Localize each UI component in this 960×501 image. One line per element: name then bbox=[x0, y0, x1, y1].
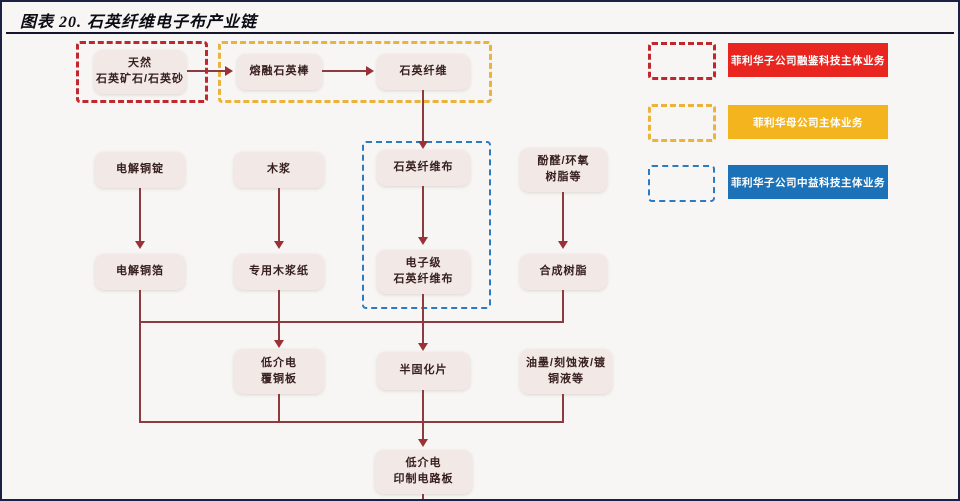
node-wood-pulp: 木浆 bbox=[234, 152, 324, 188]
arrowhead-down bbox=[418, 343, 428, 351]
node-electrolytic-copper-foil: 电解铜箔 bbox=[95, 254, 185, 290]
node-special-wood-pulp-paper: 专用木浆纸 bbox=[234, 254, 324, 290]
node-natural-quartz: 天然 石英矿石/石英砂 bbox=[94, 50, 186, 94]
connector bbox=[278, 290, 280, 340]
title-divider bbox=[6, 32, 954, 34]
connector bbox=[562, 192, 564, 242]
node-low-dk-ccl: 低介电 覆铜板 bbox=[234, 349, 324, 394]
connector-bus-lower bbox=[139, 421, 564, 423]
arrowhead-down bbox=[274, 340, 284, 348]
node-quartz-fiber: 石英纤维 bbox=[377, 54, 470, 90]
arrowhead-right bbox=[225, 66, 233, 76]
connector bbox=[139, 188, 141, 242]
legend-swatch-blue bbox=[648, 165, 715, 202]
node-quartz-fiber-cloth: 石英纤维布 bbox=[377, 150, 470, 186]
connector-bus-upper bbox=[139, 321, 564, 323]
connector bbox=[422, 294, 424, 344]
legend-swatch-yellow bbox=[648, 104, 716, 142]
connector bbox=[139, 290, 141, 422]
connector bbox=[422, 494, 424, 499]
connector bbox=[562, 290, 564, 323]
node-phenolic-epoxy-resin: 酚醛/环氧 树脂等 bbox=[520, 148, 607, 192]
group-yellow-dashed bbox=[218, 41, 492, 103]
node-low-dk-pcb: 低介电 印制电路板 bbox=[375, 450, 472, 494]
node-ink-etchant-plating: 油墨/刻蚀液/镀 铜液等 bbox=[520, 349, 612, 394]
node-fused-quartz-rod: 熔融石英棒 bbox=[237, 54, 322, 90]
connector bbox=[278, 188, 280, 242]
arrowhead-right bbox=[366, 66, 374, 76]
group-red-dashed bbox=[76, 41, 208, 103]
connector bbox=[422, 390, 424, 440]
legend-label-red: 菲利华子公司融鉴科技主体业务 bbox=[728, 43, 888, 77]
legend-label-yellow: 菲利华母公司主体业务 bbox=[728, 105, 888, 139]
connector bbox=[422, 90, 424, 142]
node-synthetic-resin: 合成树脂 bbox=[520, 254, 607, 290]
node-electrolytic-copper: 电解铜锭 bbox=[95, 152, 185, 188]
node-prepreg: 半固化片 bbox=[377, 352, 470, 390]
legend-label-blue: 菲利华子公司中益科技主体业务 bbox=[728, 165, 888, 199]
figure-title: 图表 20. 石英纤维电子布产业链 bbox=[20, 14, 258, 31]
connector bbox=[187, 70, 225, 72]
connector bbox=[322, 70, 366, 72]
arrowhead-down bbox=[418, 439, 428, 447]
connector bbox=[422, 186, 424, 238]
arrowhead-down bbox=[274, 241, 284, 249]
node-electronic-grade-quartz-cloth: 电子级 石英纤维布 bbox=[377, 250, 470, 294]
arrowhead-down bbox=[558, 241, 568, 249]
arrowhead-down bbox=[418, 237, 428, 245]
connector bbox=[562, 394, 564, 423]
connector bbox=[278, 394, 280, 423]
legend-swatch-red bbox=[648, 42, 716, 80]
arrowhead-down bbox=[418, 141, 428, 149]
arrowhead-down bbox=[135, 241, 145, 249]
